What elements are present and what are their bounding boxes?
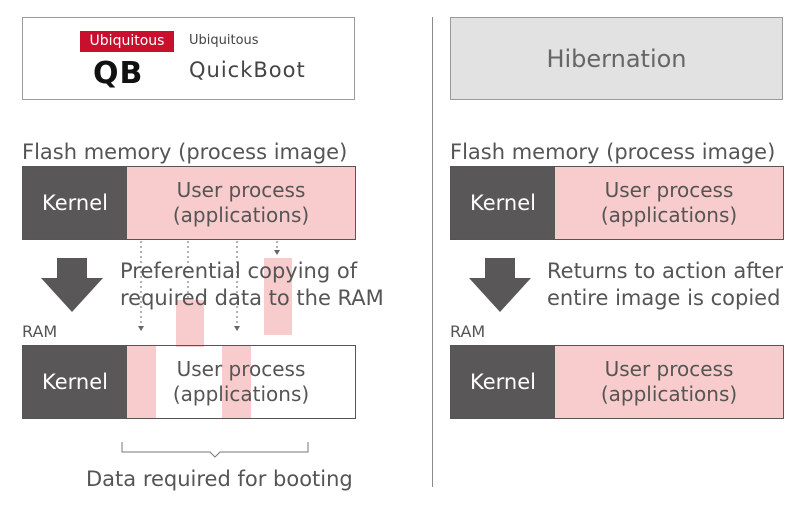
- left-flash-label: Flash memory (process image): [22, 140, 348, 164]
- left-ram-user-line1: User process: [176, 357, 306, 381]
- right-flash-memory-row: Kernel User process (applications): [450, 166, 784, 240]
- data-bracket: [121, 442, 309, 458]
- left-flash-user-line1: User process: [176, 178, 306, 202]
- logo-brand-small: Ubiquitous: [189, 33, 259, 48]
- ram-loaded-block-2: [222, 346, 251, 418]
- left-ram-label: RAM: [22, 322, 58, 341]
- right-action-description-line2: entire image is copied: [547, 286, 781, 310]
- left-down-arrow: [41, 258, 103, 312]
- right-ram-user-process: User process (applications): [555, 346, 783, 418]
- right-flash-user-process: User process (applications): [555, 167, 783, 239]
- left-flash-user-process: User process (applications): [127, 167, 355, 239]
- hibernation-title: Hibernation: [546, 45, 687, 73]
- right-ram-label: RAM: [450, 322, 486, 341]
- left-ram-user-line2: (applications): [172, 382, 310, 406]
- hibernation-title-box: Hibernation: [450, 17, 783, 100]
- left-ram-user-process: User process (applications): [127, 346, 355, 418]
- copy-block-2: [176, 300, 204, 347]
- ram-loaded-block-1: [127, 346, 156, 418]
- panel-divider: [432, 17, 433, 487]
- right-ram-row: Kernel User process (applications): [450, 345, 784, 419]
- logo-product-name: QuickBoot: [189, 58, 306, 82]
- logo-brand-badge: Ubiquitous: [80, 31, 174, 52]
- left-copy-description-line2: required data to the RAM: [120, 286, 384, 310]
- right-ram-user-line1: User process: [604, 357, 734, 381]
- left-flash-memory-row: Kernel User process (applications): [22, 166, 356, 240]
- right-down-arrow: [469, 258, 531, 312]
- right-flash-user-line2: (applications): [600, 203, 738, 227]
- right-ram-kernel: Kernel: [451, 346, 555, 418]
- right-ram-user-line2: (applications): [600, 382, 738, 406]
- right-flash-kernel: Kernel: [451, 167, 555, 239]
- left-flash-user-line2: (applications): [172, 203, 310, 227]
- left-ram-row: Kernel User process (applications): [22, 345, 356, 419]
- left-copy-description-line1: Preferential copying of: [120, 259, 358, 283]
- right-flash-label: Flash memory (process image): [450, 140, 776, 164]
- right-action-description-line1: Returns to action after: [547, 259, 784, 283]
- copy-block-4: [264, 258, 292, 335]
- right-flash-user-line1: User process: [604, 178, 734, 202]
- left-ram-kernel: Kernel: [23, 346, 127, 418]
- logo-qb-mark: QB: [93, 56, 144, 91]
- left-flash-kernel: Kernel: [23, 167, 127, 239]
- quickboot-logo-box: Ubiquitous QB Ubiquitous QuickBoot: [22, 17, 355, 100]
- bracket-caption: Data required for booting: [86, 467, 353, 491]
